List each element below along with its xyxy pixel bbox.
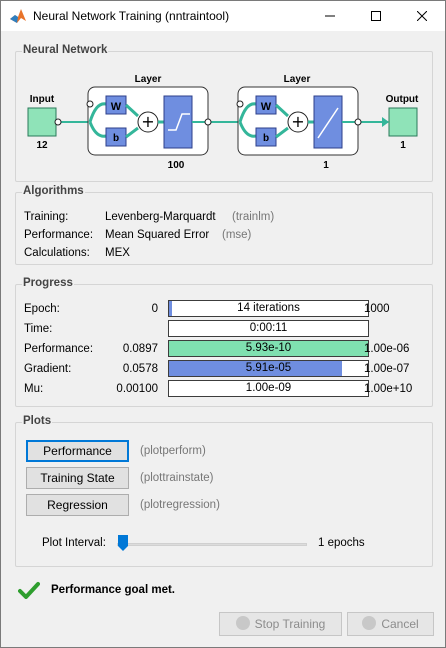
calculations-label: Calculations: xyxy=(24,247,90,259)
input-label: Input xyxy=(30,94,55,105)
progress-time-label: Time: xyxy=(24,323,53,335)
output-block xyxy=(388,107,418,137)
layer-2-label: Layer xyxy=(284,74,311,85)
progress-mu-current: 1.00e-09 xyxy=(245,382,292,394)
training-label: Training: xyxy=(24,211,69,223)
layer-1-label: Layer xyxy=(135,74,162,85)
layer-2-size: 1 xyxy=(323,160,329,171)
progress-gradient-fill xyxy=(169,361,343,376)
algorithms-title: Algorithms xyxy=(22,185,85,197)
stop-icon xyxy=(235,616,250,630)
input-node xyxy=(54,118,62,126)
progress-title: Progress xyxy=(22,277,74,289)
plot-training-state-hint: (plottrainstate) xyxy=(140,472,214,484)
close-icon xyxy=(417,11,427,21)
progress-gradient-current: 5.91e-05 xyxy=(245,362,292,374)
progress-mu-bar: 1.00e-09 xyxy=(168,380,369,397)
progress-mu-end: 1.00e+10 xyxy=(364,383,413,395)
progress-performance-label: Performance: xyxy=(24,343,94,355)
layer-1-b-label: b xyxy=(113,133,119,144)
close-button[interactable] xyxy=(399,1,445,31)
minimize-icon xyxy=(325,15,335,17)
calculations-value: MEX xyxy=(105,247,130,259)
training-hint: (trainlm) xyxy=(232,211,275,223)
neural-network-panel: Neural Network Input 12 Layer W b + xyxy=(15,44,433,182)
plot-interval-slider[interactable] xyxy=(117,535,307,551)
progress-time-current: 0:00:11 xyxy=(249,322,288,334)
progress-epoch-fill xyxy=(169,301,172,316)
plots-panel: Plots Performance (plotperform) Training… xyxy=(15,415,433,567)
plot-regression-button[interactable]: Regression xyxy=(26,494,129,516)
progress-gradient-label: Gradient: xyxy=(24,363,72,375)
algorithms-panel: Algorithms Training: Levenberg-Marquardt… xyxy=(15,185,433,265)
progress-performance-end: 1.00e-06 xyxy=(364,343,410,355)
performance-algo-label: Performance: xyxy=(24,229,94,241)
layer-1-w-label: W xyxy=(111,101,122,113)
plot-interval-value: 1 epochs xyxy=(318,537,365,549)
plot-performance-hint: (plotperform) xyxy=(140,445,206,457)
cancel-icon xyxy=(362,616,377,630)
progress-gradient-start: 0.0578 xyxy=(122,363,158,375)
input-block xyxy=(27,107,57,137)
neural-network-title: Neural Network xyxy=(22,44,109,56)
progress-epoch-start: 0 xyxy=(151,303,158,315)
network-diagram: Input 12 Layer W b + 100 xyxy=(27,74,419,171)
plot-performance-button[interactable]: Performance xyxy=(26,440,129,462)
training-value: Levenberg-Marquardt xyxy=(105,211,216,223)
performance-algo-value: Mean Squared Error xyxy=(105,229,210,241)
svg-text:+: + xyxy=(141,112,154,131)
plots-title: Plots xyxy=(22,415,53,427)
progress-mu-start: 0.00100 xyxy=(116,383,158,395)
layer-2-b-label: b xyxy=(263,133,269,144)
plot-regression-hint: (plotregression) xyxy=(140,499,220,511)
matlab-logo-icon xyxy=(10,9,26,23)
cancel-button[interactable]: Cancel xyxy=(347,612,434,636)
progress-time-bar: 0:00:11 xyxy=(168,320,369,337)
progress-epoch-bar: 14 iterations xyxy=(168,300,369,317)
layer-1-size: 100 xyxy=(168,160,185,171)
status-message: Performance goal met. xyxy=(51,584,175,596)
window-title: Neural Network Training (nntraintool) xyxy=(33,9,230,23)
slider-thumb[interactable] xyxy=(117,535,129,551)
title-bar: Neural Network Training (nntraintool) xyxy=(1,1,445,31)
plot-training-state-button[interactable]: Training State xyxy=(26,467,129,489)
svg-text:+: + xyxy=(291,112,304,131)
progress-mu-label: Mu: xyxy=(24,383,44,395)
stop-training-button[interactable]: Stop Training xyxy=(219,612,342,636)
cancel-label: Cancel xyxy=(381,617,419,631)
progress-performance-start: 0.0897 xyxy=(122,343,158,355)
stop-training-label: Stop Training xyxy=(254,617,326,631)
progress-performance-current: 5.93e-10 xyxy=(245,342,292,354)
layer-1-transfer xyxy=(163,95,193,149)
progress-gradient-end: 1.00e-07 xyxy=(364,363,410,375)
maximize-icon xyxy=(371,11,381,21)
performance-algo-hint: (mse) xyxy=(222,229,252,241)
plot-interval-label: Plot Interval: xyxy=(42,537,106,549)
minimize-button[interactable] xyxy=(307,1,353,31)
progress-performance-bar: 5.93e-10 xyxy=(168,340,369,357)
checkmark-icon xyxy=(18,582,40,599)
progress-performance-fill xyxy=(169,341,368,356)
progress-epoch-end: 1000 xyxy=(364,303,390,315)
maximize-button[interactable] xyxy=(353,1,399,31)
progress-gradient-bar: 5.91e-05 xyxy=(168,360,369,377)
progress-epoch-current: 14 iterations xyxy=(237,302,300,314)
output-size: 1 xyxy=(400,140,406,151)
input-size: 12 xyxy=(36,140,48,151)
layer-2-w-label: W xyxy=(261,101,272,113)
progress-epoch-label: Epoch: xyxy=(24,303,60,315)
output-label: Output xyxy=(386,94,419,105)
